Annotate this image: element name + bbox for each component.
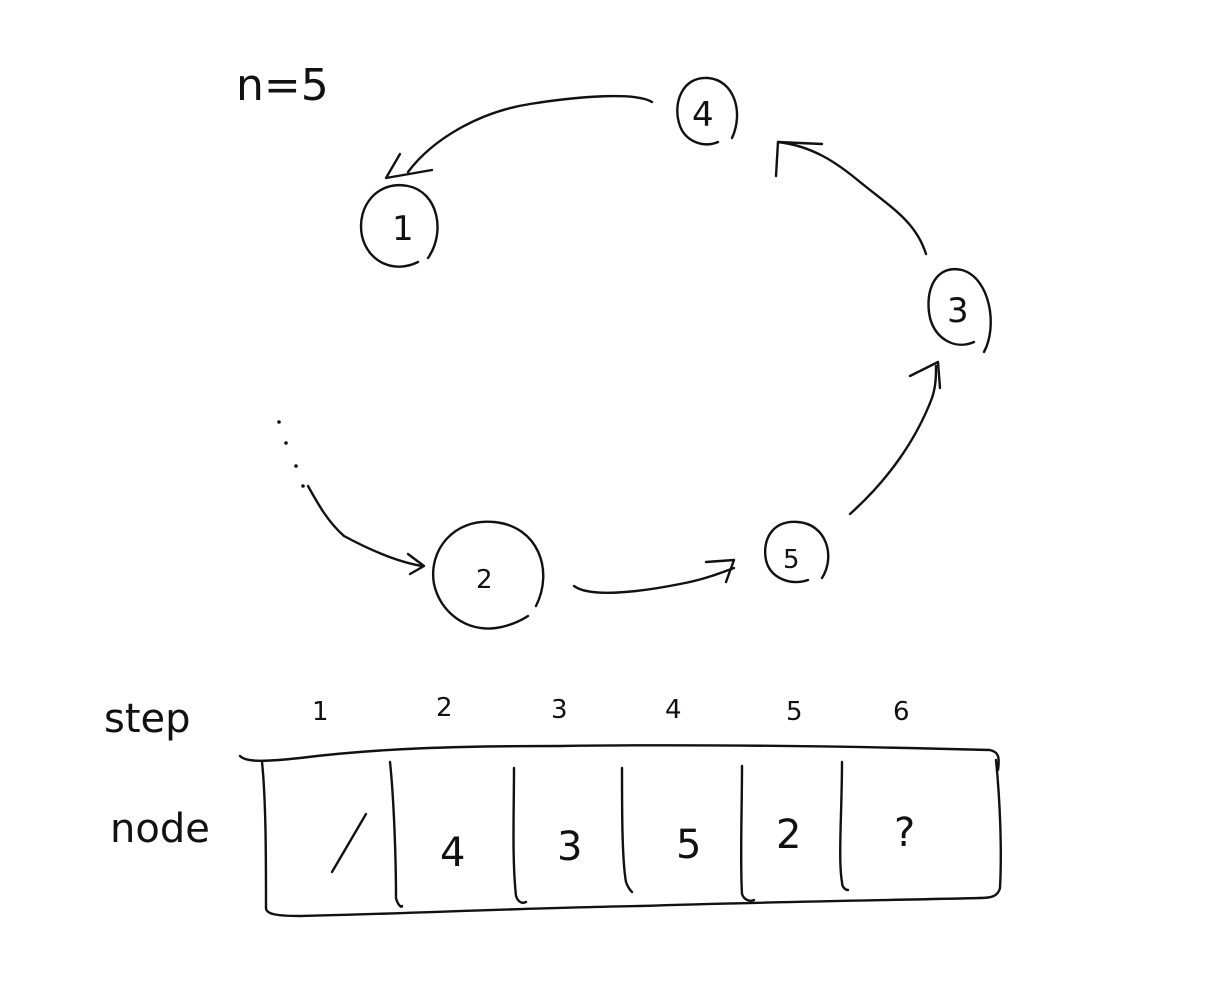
step-cell: 1 (312, 697, 329, 727)
node-values: 4 3 5 2 ? (330, 810, 915, 876)
table-top-border (238, 744, 1000, 772)
node-2: 2 (431, 520, 545, 630)
step-numbers: 1 2 3 4 5 6 (312, 693, 910, 727)
node-cell: 4 (440, 830, 465, 876)
node-cell: ? (894, 810, 915, 856)
node-3: 3 (927, 267, 992, 354)
continuation-dots (277, 420, 305, 488)
node-cell-1-stroke (330, 812, 368, 874)
cell-divider (620, 766, 634, 894)
node-4: 4 (676, 76, 739, 146)
step-cell: 4 (665, 695, 682, 725)
cell-divider (388, 760, 404, 908)
cell-divider (512, 766, 528, 904)
node-4-label: 4 (692, 95, 714, 135)
node-2-label: 2 (476, 565, 493, 595)
step-cell: 5 (786, 697, 803, 727)
node-1-label: 1 (392, 209, 414, 249)
row-label-step: step (104, 696, 191, 742)
node-1: 1 (359, 183, 439, 268)
cell-divider (739, 764, 756, 902)
table-bottom-border (264, 896, 982, 918)
node-1-circle (359, 183, 439, 268)
step-cell: 6 (893, 697, 910, 727)
node-cell: 2 (776, 812, 801, 858)
node-5-label: 5 (783, 545, 800, 575)
node-3-label: 3 (947, 291, 969, 331)
cell-divider (839, 760, 850, 892)
node-3-circle (927, 267, 992, 354)
node-table (238, 744, 1002, 918)
row-label-node: node (110, 806, 210, 852)
node-cell: 5 (676, 822, 701, 868)
node-cell: 3 (557, 824, 582, 870)
node-2-circle (431, 520, 545, 630)
n-annotation: n=5 (236, 60, 329, 111)
table-left-border (260, 760, 268, 910)
arrow-dots-to-2 (306, 484, 426, 576)
node-5: 5 (763, 520, 830, 584)
node-5-circle (763, 520, 830, 584)
arrow-5-to-3 (848, 360, 942, 516)
arrow-4-to-1 (384, 94, 654, 180)
step-cell: 2 (436, 693, 453, 723)
node-4-circle (676, 76, 739, 146)
arrow-2-to-5 (572, 558, 736, 594)
step-cell: 3 (551, 695, 568, 725)
table-right-border (978, 758, 1002, 900)
arrow-3-to-4 (774, 140, 928, 256)
